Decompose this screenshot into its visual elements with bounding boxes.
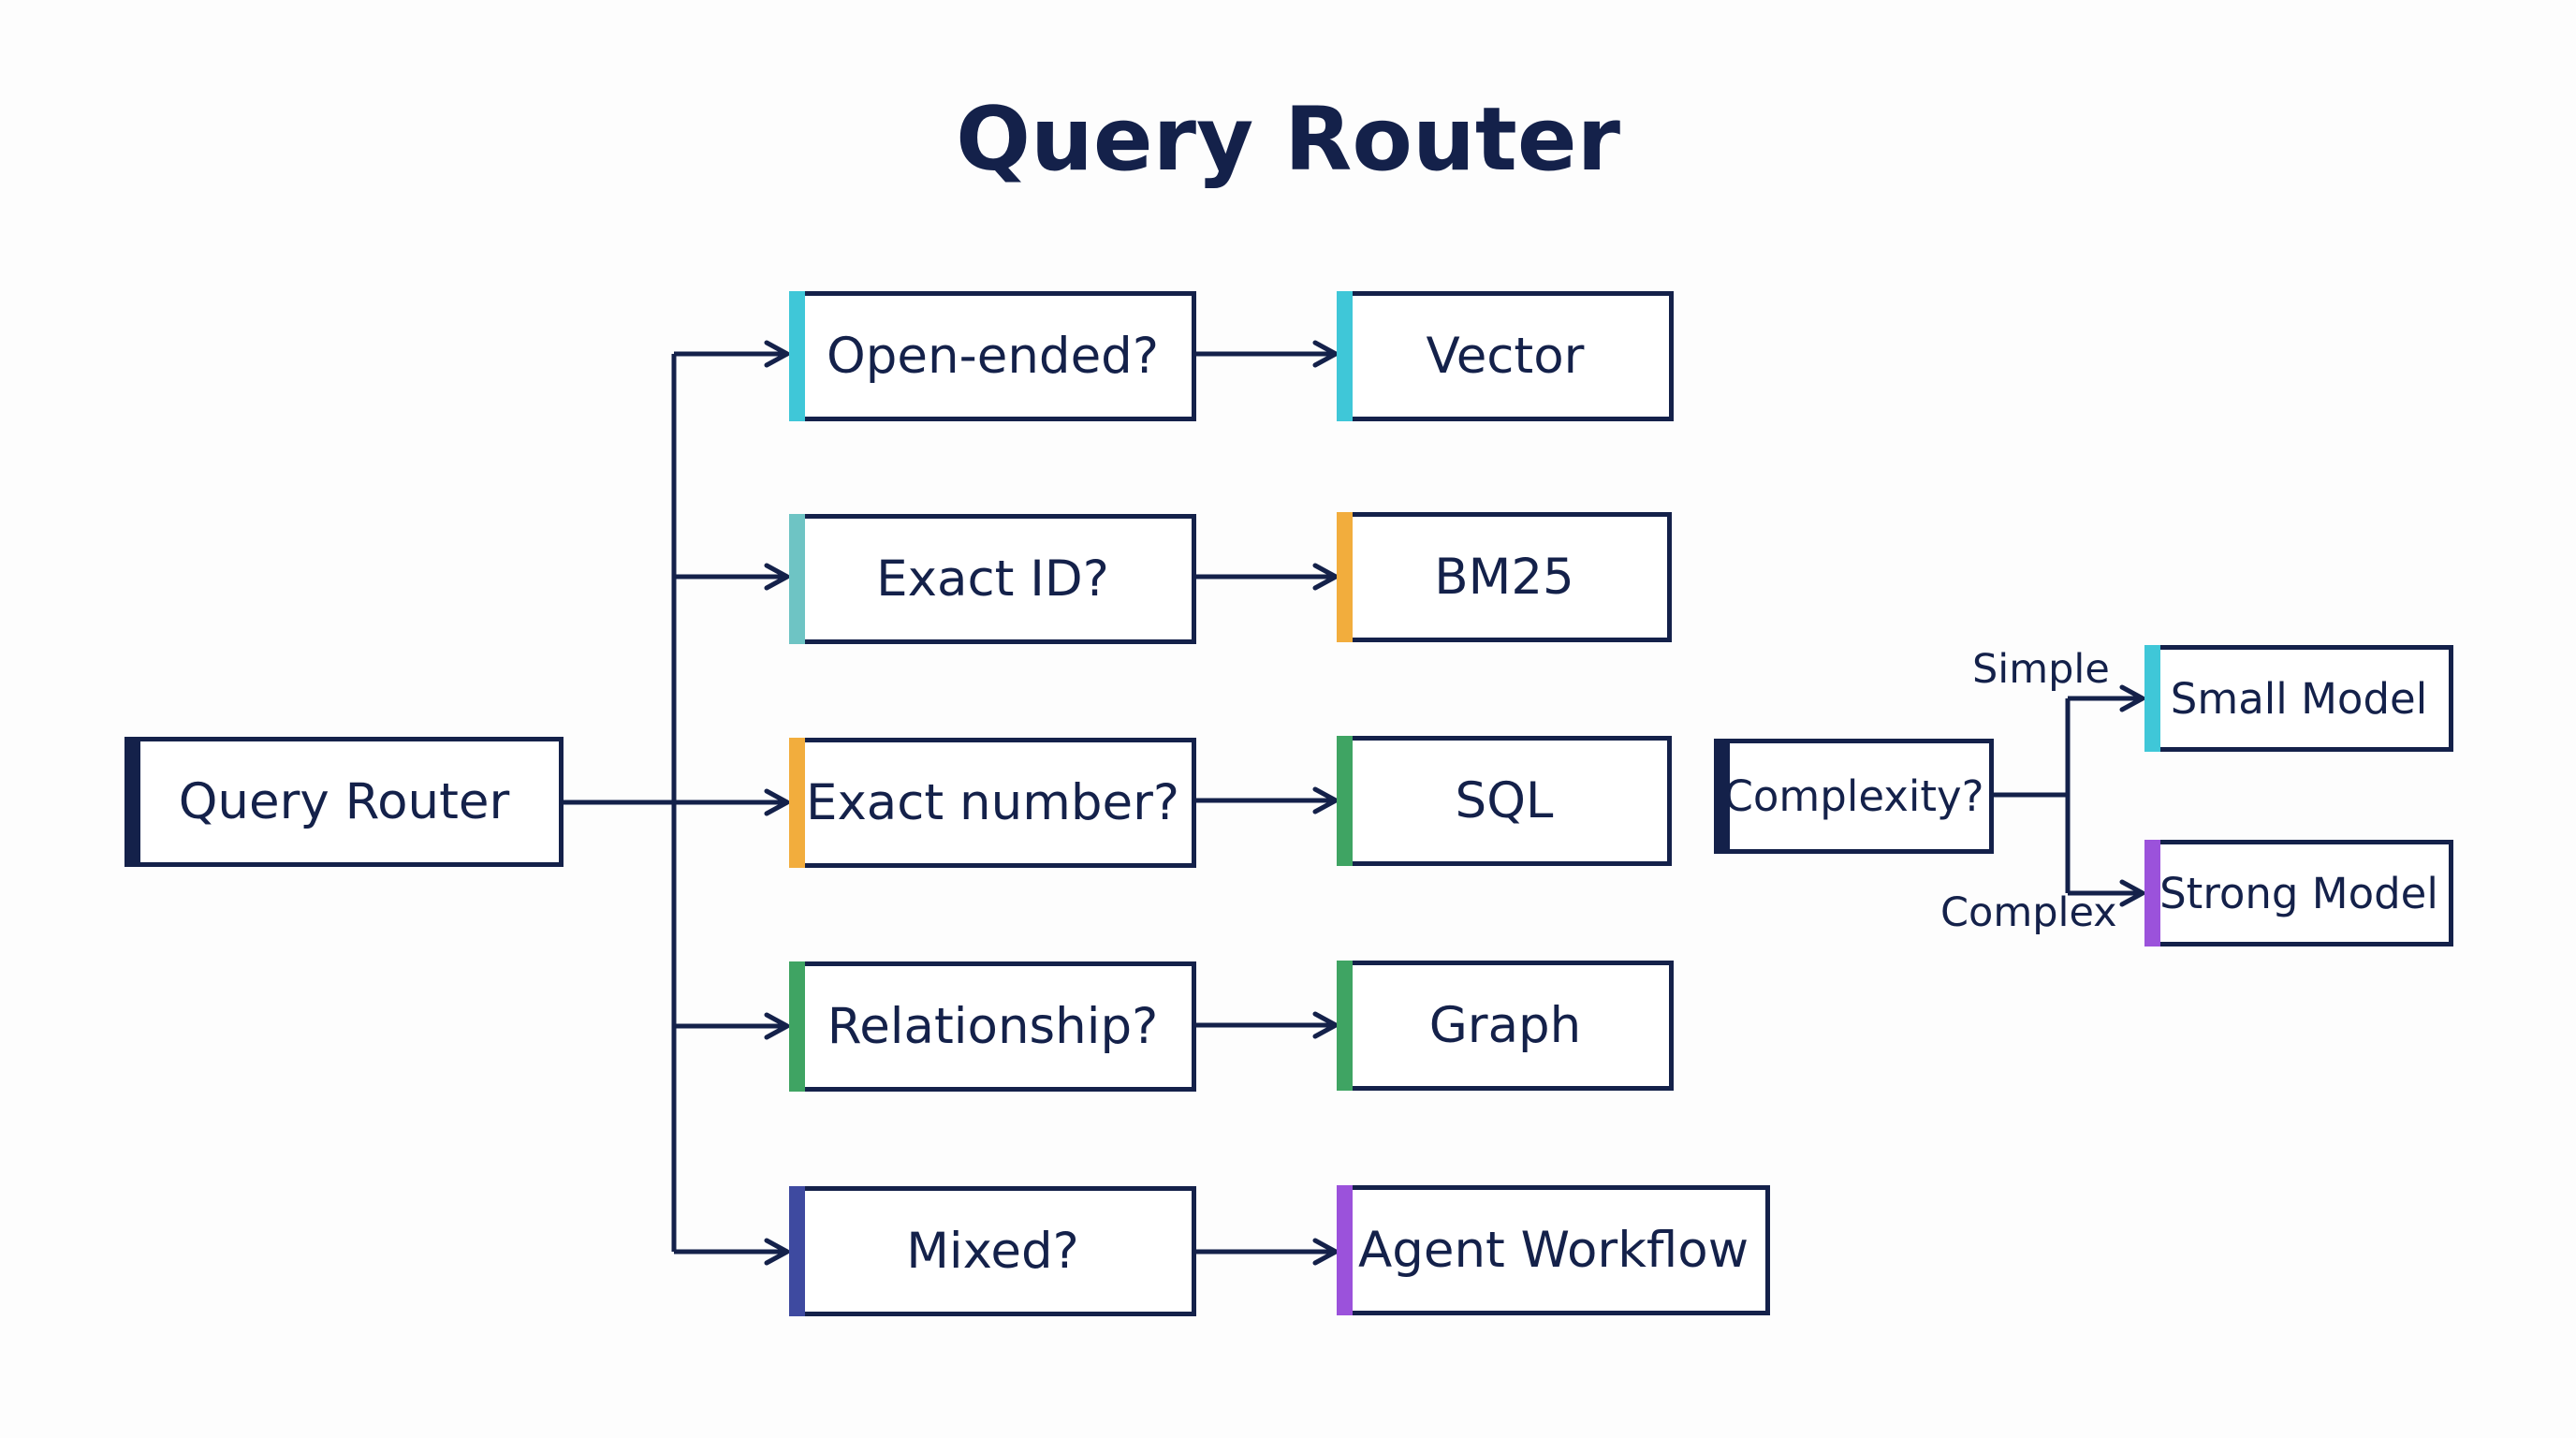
accent-bar — [789, 1186, 805, 1316]
complexity-accent-bar — [1714, 739, 1730, 854]
target-node-vector: Vector — [1337, 291, 1674, 421]
simple-edge-label: Simple — [1972, 646, 2110, 693]
accent-bar — [2144, 840, 2160, 946]
strong-model-node: Strong Model — [2144, 840, 2453, 946]
query-router-node: Query Router — [124, 737, 564, 867]
question-label: Exact number? — [805, 774, 1180, 831]
accent-bar — [1337, 1185, 1353, 1315]
complex-edge-label: Complex — [1940, 889, 2117, 936]
accent-bar — [789, 291, 805, 421]
page-title: Query Router — [956, 89, 1620, 191]
question-node-open-ended: Open-ended? — [789, 291, 1196, 421]
accent-bar — [1337, 512, 1353, 642]
target-node-sql: SQL — [1337, 736, 1672, 866]
target-label: BM25 — [1434, 549, 1574, 606]
accent-bar — [2144, 645, 2160, 752]
complexity-label: Complexity? — [1723, 771, 1984, 821]
target-node-agent-workflow: Agent Workflow — [1337, 1185, 1770, 1315]
complexity-node: Complexity? — [1714, 739, 1994, 854]
accent-bar — [789, 961, 805, 1092]
query-router-label: Query Router — [178, 773, 510, 830]
question-node-relationship: Relationship? — [789, 961, 1196, 1092]
question-node-exact-number: Exact number? — [789, 738, 1196, 868]
question-node-exact-id: Exact ID? — [789, 514, 1196, 644]
accent-bar — [789, 514, 805, 644]
accent-bar — [1337, 736, 1353, 866]
router-accent-bar — [124, 737, 140, 867]
accent-bar — [789, 738, 805, 868]
question-label: Exact ID? — [876, 550, 1109, 608]
small-model-label: Small Model — [2170, 673, 2428, 724]
small-model-node: Small Model — [2144, 645, 2453, 752]
question-label: Open-ended? — [827, 328, 1159, 385]
question-label: Mixed? — [906, 1223, 1079, 1280]
accent-bar — [1337, 961, 1353, 1091]
accent-bar — [1337, 291, 1353, 421]
target-label: Graph — [1428, 997, 1582, 1054]
target-node-bm25: BM25 — [1337, 512, 1672, 642]
target-label: Vector — [1426, 328, 1585, 385]
question-node-mixed: Mixed? — [789, 1186, 1196, 1316]
target-node-graph: Graph — [1337, 961, 1674, 1091]
target-label: Agent Workflow — [1357, 1222, 1749, 1279]
target-label: SQL — [1455, 772, 1554, 829]
strong-model-label: Strong Model — [2159, 868, 2438, 918]
question-label: Relationship? — [827, 998, 1159, 1055]
